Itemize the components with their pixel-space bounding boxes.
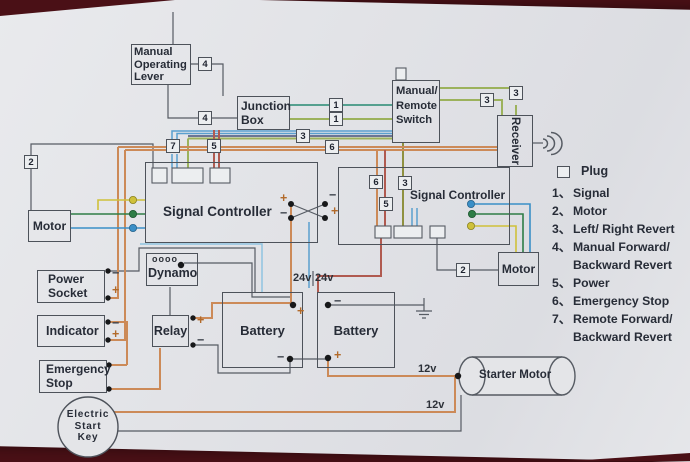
motor-right-box: Motor [498,252,539,286]
relay-box: Relay [152,315,189,347]
voltage-24v-left: 24v [293,272,312,284]
plug-label-5-right: 5 [379,197,393,211]
wires-phase-green [71,213,524,252]
phase-dot-green-left [128,209,137,218]
plug-label-3-right: 3 [398,176,412,190]
phase-dot-blue-left [128,223,137,232]
minus-label: − [280,206,288,220]
legend-item-remote-revert: 7、Remote Forward/ Backward Revert [552,312,673,344]
legend-item-power: 5、Power [552,276,610,290]
wires-blue [171,130,418,288]
plug-legend-swatch [557,166,570,178]
voltage-12v-top: 12v [418,363,437,375]
legend-item-left-right-revert: 3、Left/ Right Revert [552,222,675,236]
dynamo-label: Dynamo [148,266,198,280]
minus-label: − [197,333,205,347]
plug-label-1-a: 1 [329,98,343,112]
receiver-box: Receiver [497,115,533,167]
legend-item-motor: 2、Motor [552,204,607,218]
legend: 1、Signal 2、Motor 3、Left/ Right Revert 4、… [552,184,685,346]
voltage-24v-right: 24v [315,272,334,284]
signal-controller-right-label: Signal Controller [410,188,506,202]
plug-label-5-left: 5 [207,139,221,153]
minus-label: − [329,188,337,202]
voltage-12v-bottom: 12v [426,399,445,411]
plus-label: + [334,348,342,362]
wires-lightblue [140,243,263,292]
signal-controller-right-box [338,167,510,245]
power-socket-box: Power Socket [37,270,105,303]
battery-left-box: Battery [222,292,303,368]
wires-phase-blue [71,203,531,252]
plus-label: + [112,327,120,341]
starter-motor-label: Starter Motor [479,369,552,381]
plug-label-7: 7 [166,139,180,153]
plus-label: + [297,304,305,318]
electric-start-key-label: Electric Start Key [66,409,110,443]
legend-item-manual-revert: 4、Manual Forward/ Backward Revert [552,240,672,272]
emergency-stop-box: Emergency Stop [39,360,111,393]
starter-motor-body [458,356,576,396]
legend-item-signal: 1、Signal [552,186,610,200]
signal-controller-left-label: Signal Controller [163,204,272,219]
dynamo-coil-icon: oooo [152,254,178,264]
phase-dot-yellow-right [466,221,475,230]
minus-label: − [112,266,120,280]
legend-item-emergency-stop: 6、Emergency Stop [552,294,670,308]
plug-label-3-bundle: 3 [296,129,310,143]
dynamo-box [146,253,198,286]
plug-label-6-right: 6 [369,175,383,189]
plug-label-2-right: 2 [456,263,470,277]
wires-dark [30,12,543,432]
battery-right-box: Battery [317,292,395,368]
plus-label: + [331,204,339,218]
plug-label-1-b: 1 [329,112,343,126]
indicator-box: Indicator [37,315,105,347]
plug-label-4-junction: 4 [198,111,212,125]
plug-label-4-lever: 4 [198,57,212,71]
plug-label-2-left: 2 [24,155,38,169]
plug-label-6-bundle: 6 [325,140,339,154]
electric-start-key-circle [57,396,119,458]
plus-label: + [112,283,120,297]
terminal-dots [105,201,462,392]
plug-connectors [151,67,446,239]
phase-dot-yellow-left [128,195,137,204]
junction-box: Junction Box [237,96,291,130]
phase-dot-green-right [467,209,476,218]
plus-label: + [280,191,288,205]
photo-corner-bottom-right [570,453,690,461]
minus-label: − [334,294,342,308]
plug-label-3-receiver-a: 3 [480,93,494,107]
manual-operating-lever-box: Manual Operating Lever [131,44,191,85]
plug-legend-label: Plug [581,164,609,178]
wires-phase-yellow [97,199,517,252]
plus-label: + [197,313,205,327]
phase-dot-blue-right [466,199,475,208]
minus-label: − [277,350,285,364]
plug-label-3-receiver-b: 3 [509,86,523,100]
minus-label: − [112,316,120,330]
antenna-icon [542,131,563,156]
signal-controller-left-box [145,162,318,243]
motor-left-box: Motor [28,210,71,242]
manual-remote-switch-box: Manual/ Remote Switch [392,80,440,143]
